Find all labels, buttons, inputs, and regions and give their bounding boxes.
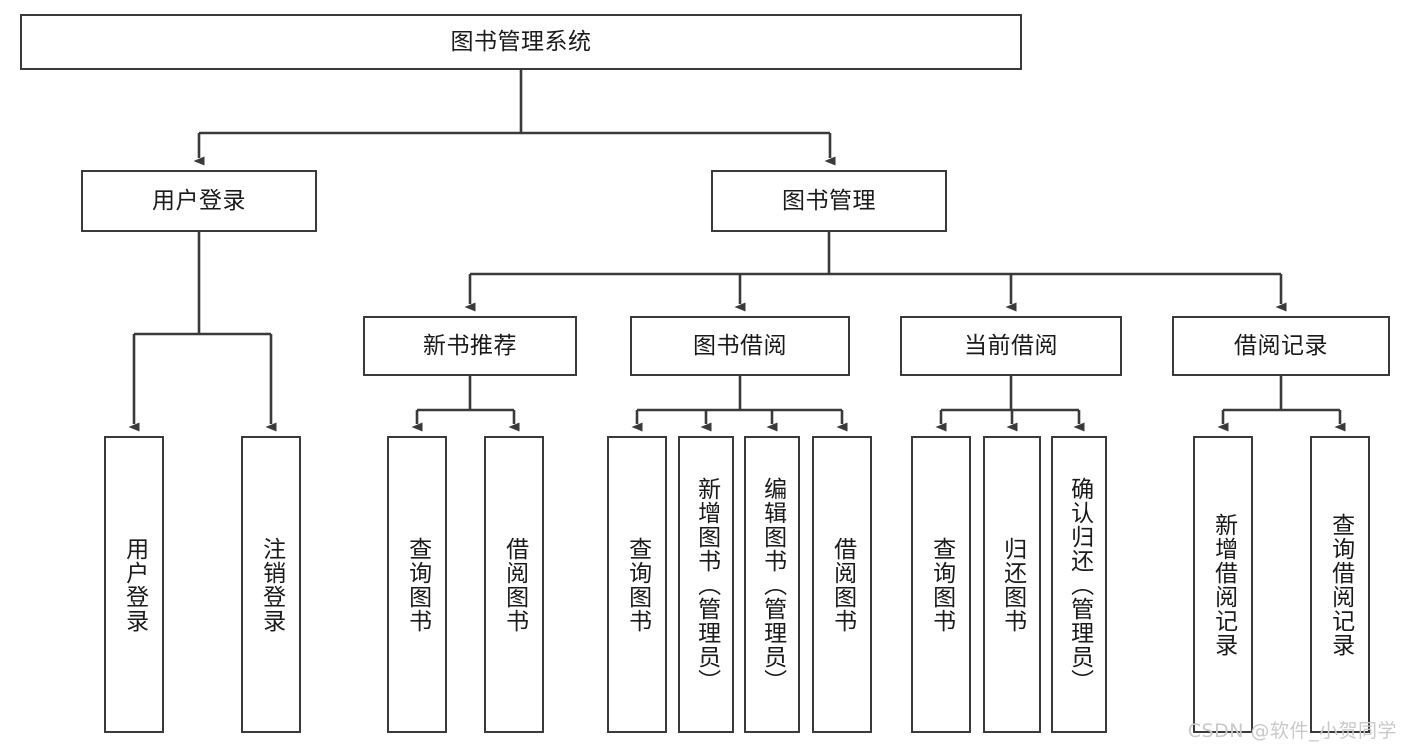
- node-label: 编辑图书（管理员）: [759, 476, 786, 693]
- node-label: 图书借阅: [693, 332, 787, 359]
- node-book-manage[interactable]: 图书管理: [711, 170, 947, 232]
- node-label: 当前借阅: [964, 332, 1058, 359]
- node-borrow-record[interactable]: 借阅记录: [1172, 316, 1390, 376]
- node-label: 用户登录: [121, 536, 148, 633]
- node-current-borrow[interactable]: 当前借阅: [900, 316, 1122, 376]
- node-label: 图书管理: [782, 187, 876, 214]
- node-leaf-borrow-book-br[interactable]: 借阅图书: [812, 436, 872, 733]
- node-label: 借阅图书: [501, 536, 528, 633]
- node-leaf-return-book[interactable]: 归还图书: [983, 436, 1041, 733]
- node-label: 查询借阅记录: [1327, 512, 1354, 657]
- node-leaf-edit-book[interactable]: 编辑图书（管理员）: [744, 436, 800, 733]
- node-leaf-confirm-return[interactable]: 确认归还（管理员）: [1051, 436, 1107, 733]
- node-label: 借阅图书: [829, 536, 856, 633]
- node-leaf-add-book[interactable]: 新增图书（管理员）: [678, 436, 734, 733]
- node-new-book-rec[interactable]: 新书推荐: [363, 316, 577, 376]
- node-label: 查询图书: [928, 536, 955, 633]
- node-label: 注销登录: [258, 536, 285, 633]
- node-leaf-query-book-rec[interactable]: 查询图书: [387, 436, 447, 733]
- node-leaf-user-logout[interactable]: 注销登录: [241, 436, 301, 733]
- node-leaf-add-record[interactable]: 新增借阅记录: [1193, 436, 1253, 733]
- node-book-borrow[interactable]: 图书借阅: [630, 316, 850, 376]
- node-label: 归还图书: [999, 536, 1026, 633]
- node-leaf-query-book-br[interactable]: 查询图书: [607, 436, 667, 733]
- node-label: 用户登录: [152, 187, 246, 214]
- node-leaf-borrow-book-rec[interactable]: 借阅图书: [484, 436, 544, 733]
- node-label: 新书推荐: [423, 332, 517, 359]
- node-root[interactable]: 图书管理系统: [20, 14, 1022, 70]
- node-leaf-query-record[interactable]: 查询借阅记录: [1310, 436, 1370, 733]
- node-label: 新增借阅记录: [1210, 512, 1237, 657]
- node-label: 查询图书: [624, 536, 651, 633]
- node-label: 借阅记录: [1234, 332, 1328, 359]
- node-label: 确认归还（管理员）: [1066, 476, 1093, 693]
- watermark-text: CSDN @软件_小贺同学: [1187, 720, 1397, 742]
- node-leaf-user-login[interactable]: 用户登录: [104, 436, 164, 733]
- node-label: 新增图书（管理员）: [693, 476, 720, 693]
- node-label: 图书管理系统: [450, 28, 592, 55]
- node-label: 查询图书: [404, 536, 431, 633]
- node-leaf-query-book-cb[interactable]: 查询图书: [911, 436, 971, 733]
- node-user-login[interactable]: 用户登录: [81, 170, 317, 232]
